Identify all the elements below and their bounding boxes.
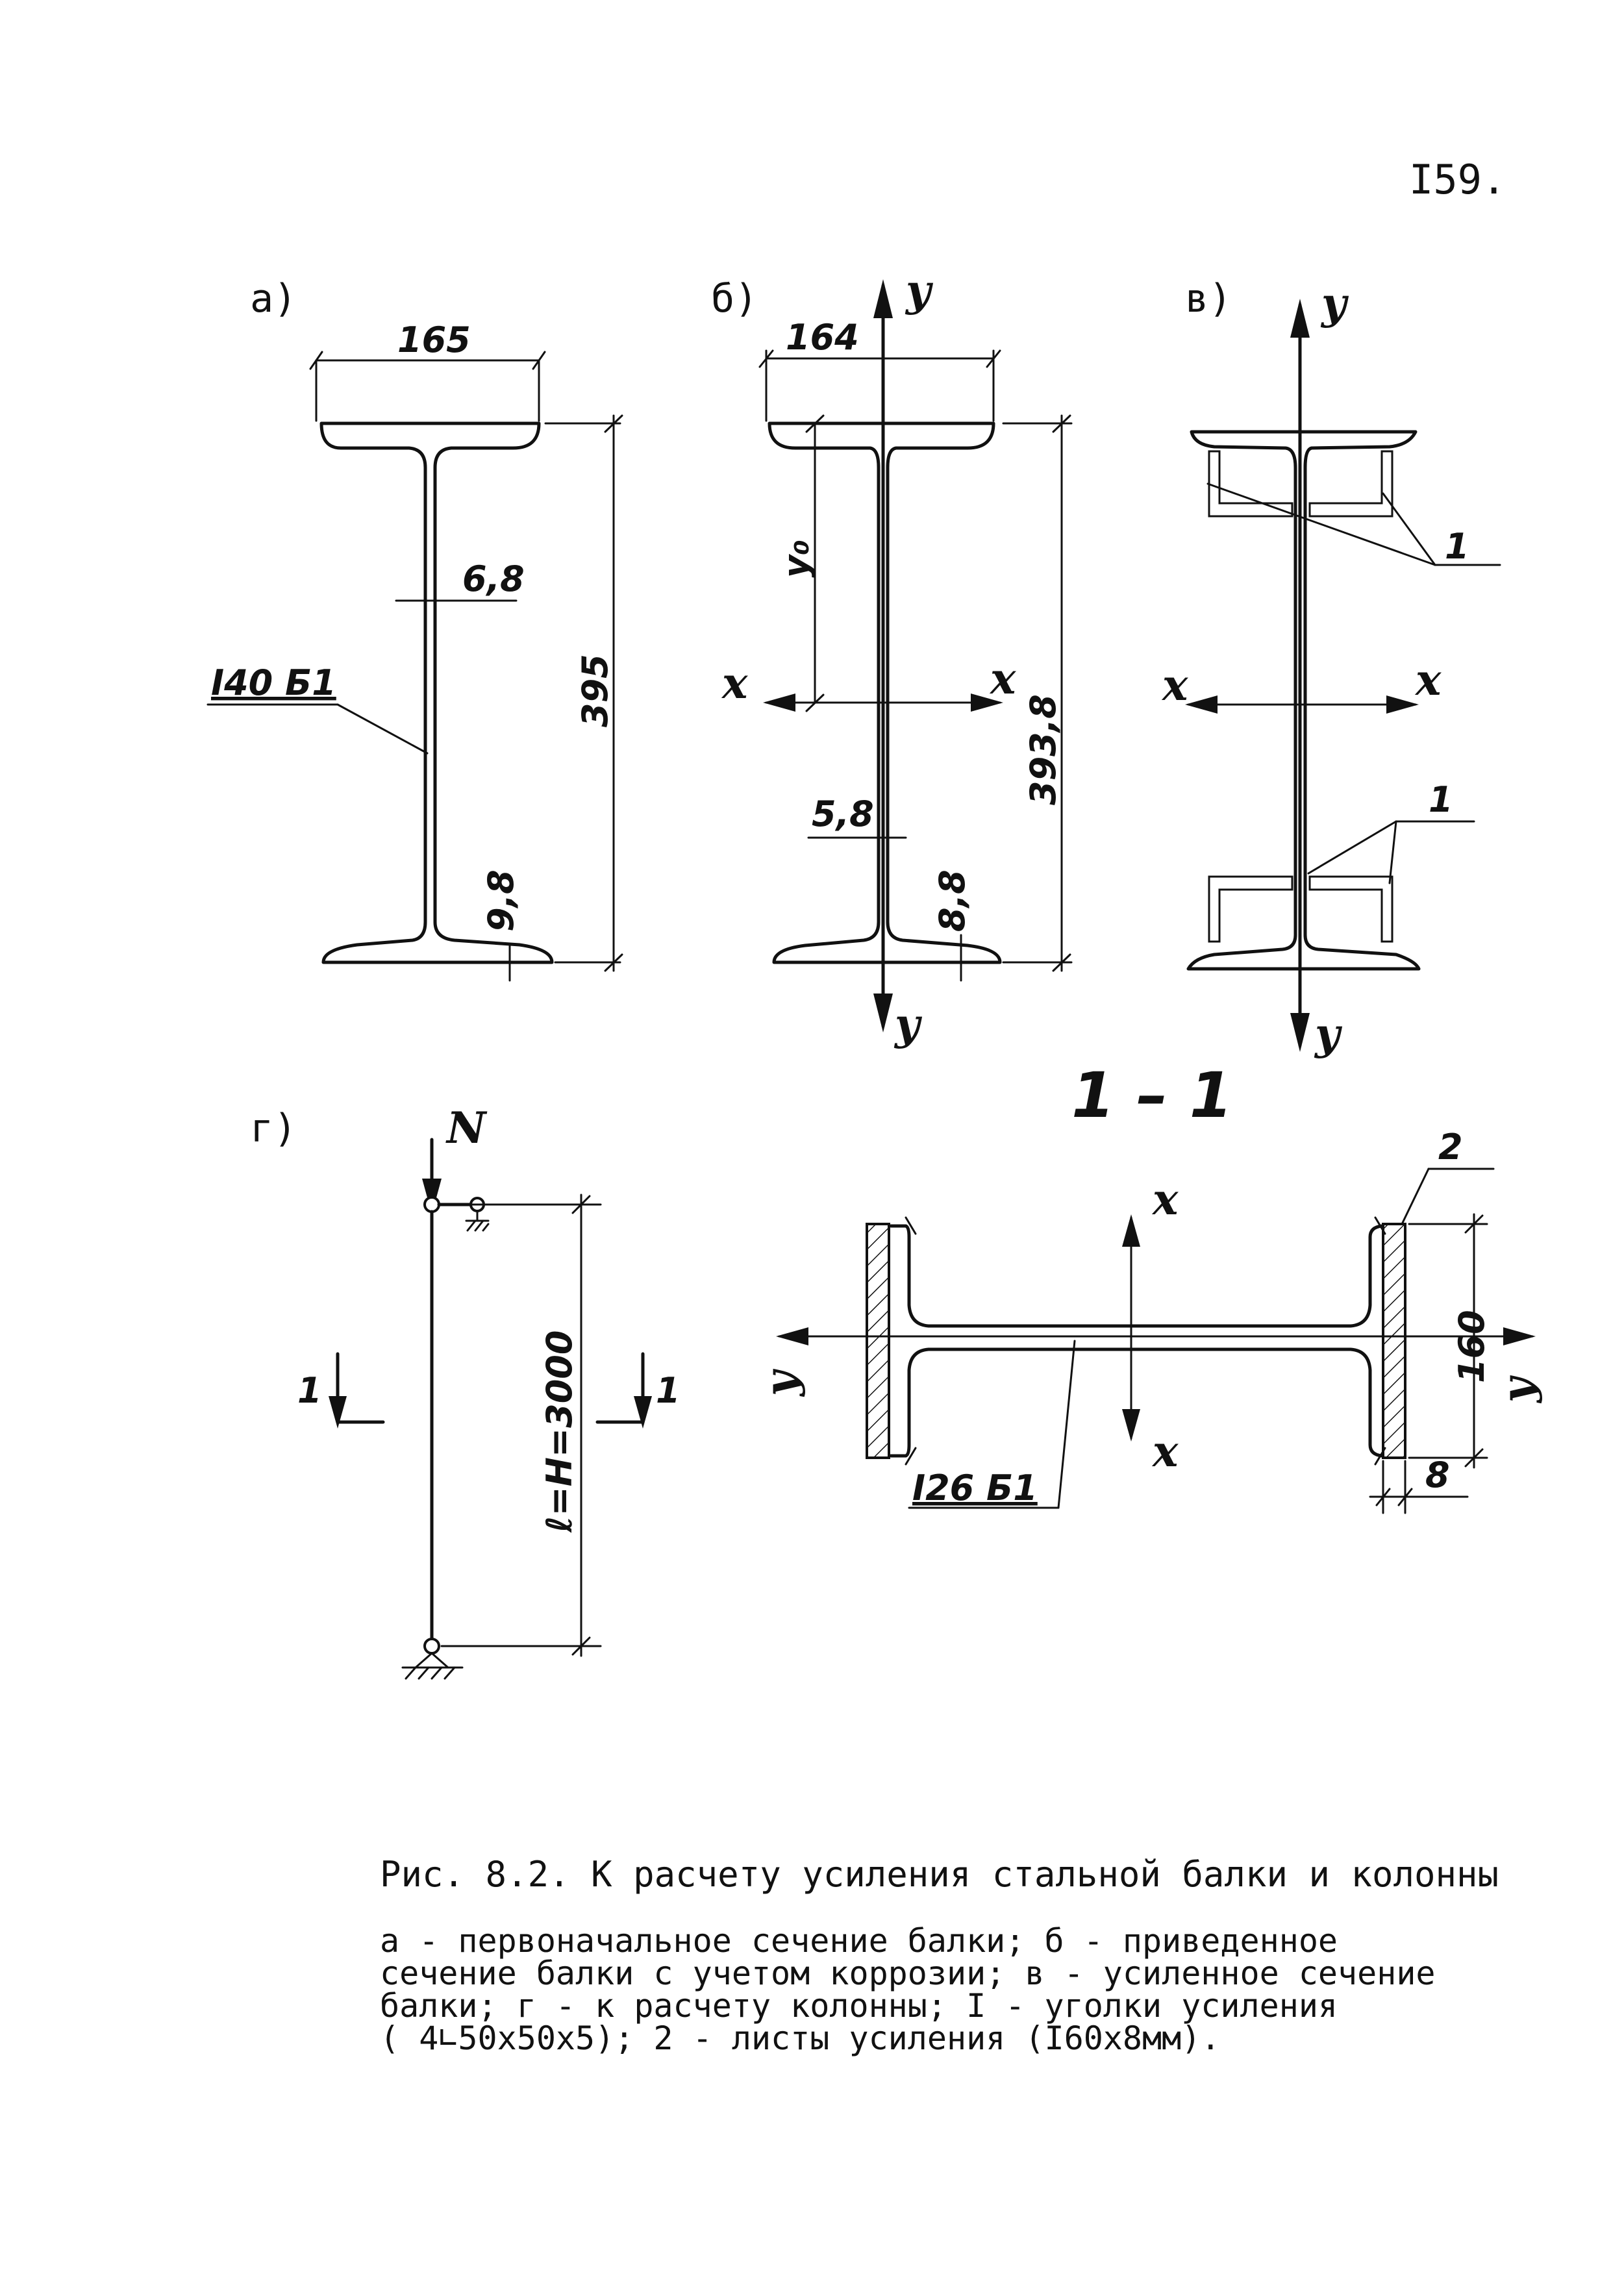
panel-a-flange-thickness: 9,8 — [481, 869, 521, 932]
panel-b-flange-thickness: 8,8 — [932, 869, 973, 932]
caption-title: Рис. 8.2. К расчету усиления стальной ба… — [380, 1854, 1499, 1895]
section-plate-thickness: 8 — [1425, 1455, 1450, 1495]
page-number: I59. — [1409, 156, 1506, 203]
panel-b-y-label-top: y — [905, 265, 934, 316]
panel-v-x-label-left: x — [1161, 660, 1188, 710]
section-plate-height: 160 — [1451, 1310, 1492, 1383]
figure-caption: Рис. 8.2. К расчету усиления стальной ба… — [380, 1857, 1536, 2055]
panel-a: а) 165 6,8 395 9,8 I40 Б1 — [206, 276, 623, 982]
section-x-label-top: x — [1151, 1174, 1179, 1225]
panel-b-y-arrow-up — [873, 279, 893, 318]
panel-a-height: 395 — [575, 654, 616, 727]
panel-b-height: 393,8 — [1023, 694, 1064, 805]
panel-v-callout-top: 1 — [1445, 526, 1469, 567]
section-profile-label: I26 Б1 — [912, 1468, 1038, 1508]
panel-a-profile-label: I40 Б1 — [211, 662, 336, 703]
section-1-1: 1 – 1 y y x x 2 160 8 I26 Б1 — [755, 1059, 1543, 1514]
panel-b-web-thickness: 5,8 — [812, 794, 874, 834]
panel-b-label: б) — [711, 276, 758, 321]
panel-v-callout-bottom: 1 — [1429, 779, 1453, 820]
panel-v-y-label-top: y — [1320, 278, 1349, 329]
panel-b: б) y y x x 164 y₀ 5,8 393,8 8,8 — [711, 265, 1073, 1049]
top-hinge-icon — [423, 1196, 440, 1213]
caption-line: балки; г - к расчету колонны; I - уголки… — [380, 1987, 1338, 2025]
panel-b-x-label-right: x — [989, 653, 1016, 704]
panel-b-y0: y₀ — [776, 540, 817, 578]
left-reinforcing-plate — [866, 1223, 890, 1459]
panel-g-section-mark-left: 1 — [297, 1370, 322, 1411]
panel-g-force: N — [445, 1103, 488, 1153]
panel-g: г) N ℓ=H=3000 1 1 — [250, 1103, 681, 1680]
panel-a-web-thickness: 6,8 — [462, 558, 525, 599]
section-plate-callout: 2 — [1438, 1127, 1463, 1168]
bottom-hinge-icon — [423, 1638, 440, 1655]
panel-v-label: в) — [1185, 276, 1232, 321]
panel-v: в) y y x x 1 1 — [1161, 276, 1501, 1059]
caption-line: сечение балки с учетом коррозии; в - уси… — [380, 1955, 1436, 1992]
panel-v-i-beam — [1186, 430, 1421, 971]
panel-a-label: а) — [250, 276, 297, 321]
panel-b-x-label-left: x — [721, 658, 748, 708]
panel-g-label: г) — [250, 1106, 297, 1151]
section-title: 1 – 1 — [1071, 1059, 1232, 1132]
panel-b-y-label-bottom: y — [893, 999, 923, 1049]
panel-a-flange-width: 165 — [397, 319, 471, 360]
section-y-label-left: y — [755, 1368, 806, 1397]
panel-b-flange-width: 164 — [786, 317, 859, 358]
panel-b-i-beam — [768, 421, 1002, 964]
section-i-beam — [889, 1224, 1384, 1458]
caption-line: ( 4∟50х50х5); 2 - листы усиления (I60х8м… — [380, 2019, 1221, 2057]
panel-b-y-arrow-down — [873, 994, 893, 1032]
panel-g-length: ℓ=H=3000 — [539, 1331, 580, 1533]
section-y-label-right: y — [1492, 1375, 1543, 1404]
panel-v-x-label-right: x — [1414, 655, 1442, 705]
right-reinforcing-plate — [1382, 1223, 1406, 1459]
section-x-label-bottom: x — [1151, 1426, 1179, 1477]
panel-a-i-beam — [319, 421, 554, 964]
panel-g-section-mark-right: 1 — [656, 1370, 681, 1411]
caption-line: а - первоначальное сечение балки; б - пр… — [380, 1922, 1338, 1960]
panel-v-y-label-bottom: y — [1314, 1008, 1343, 1059]
